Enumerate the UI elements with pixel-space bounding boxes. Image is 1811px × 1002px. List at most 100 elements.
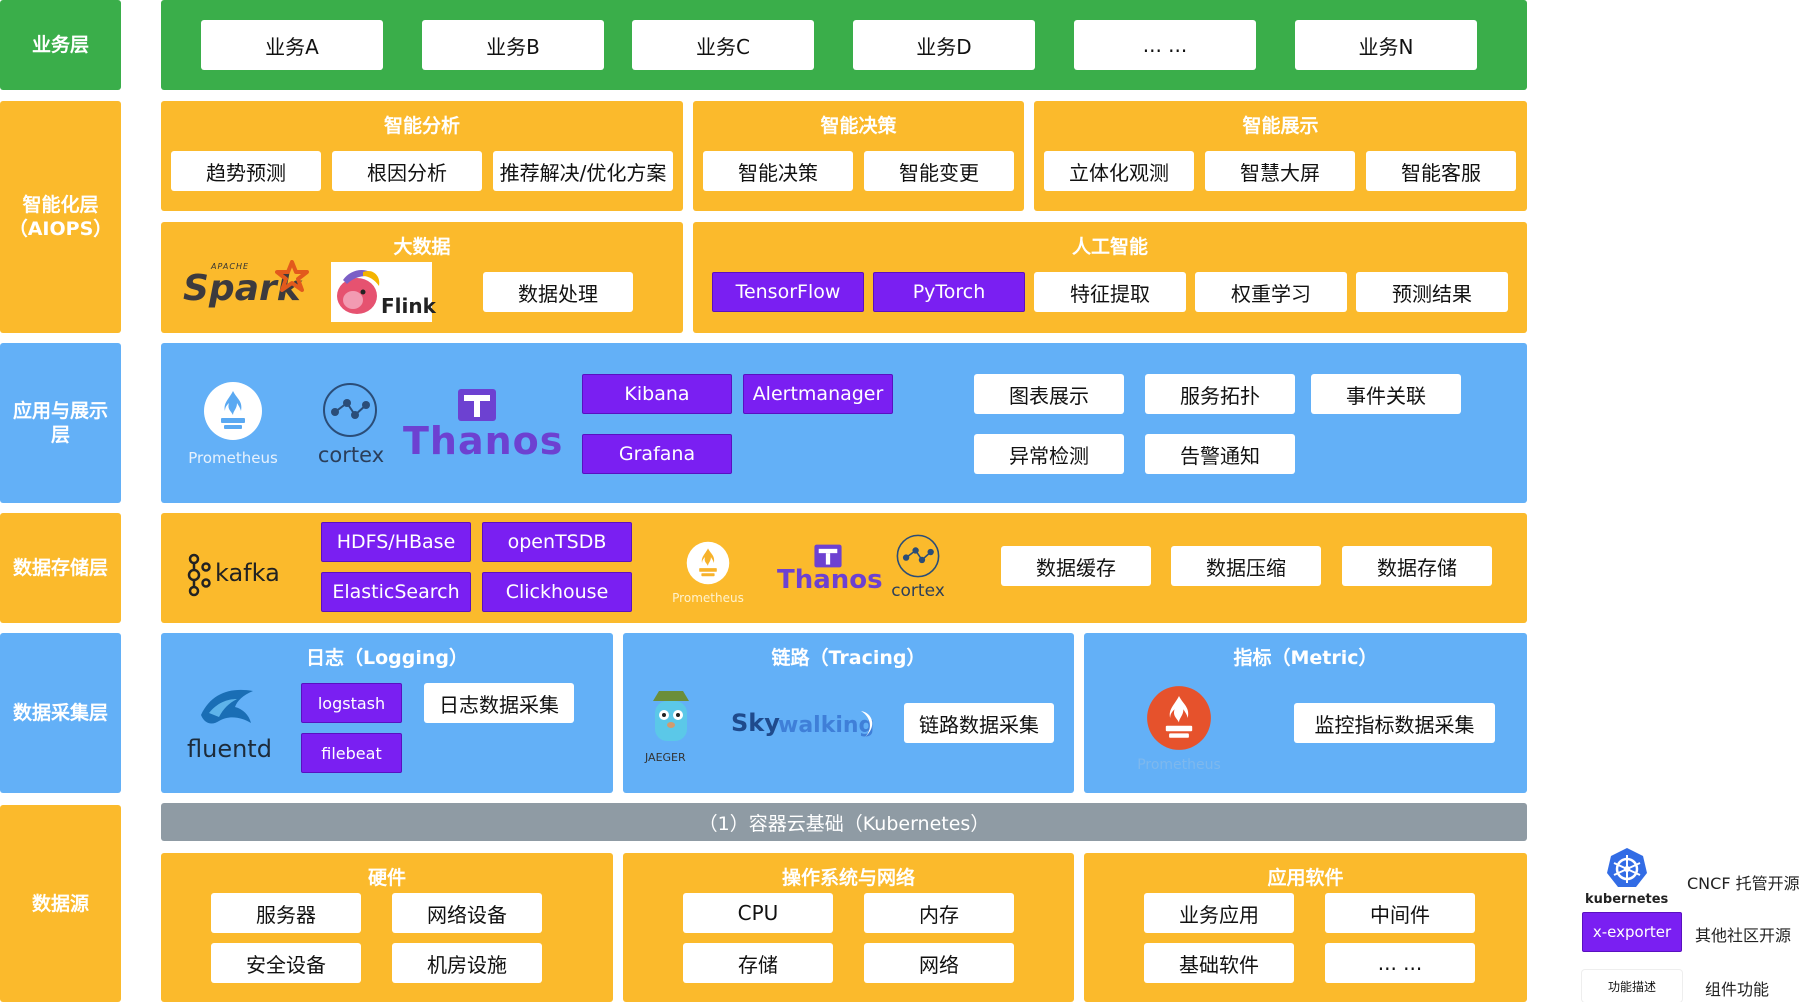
layer-label-collect: 数据采集层	[0, 633, 121, 793]
panel-hardware: 硬件 服务器 网络设备 安全设备 机房设施	[161, 853, 613, 1002]
legend-component-text: 组件功能	[1705, 980, 1770, 999]
os-item: 存储	[683, 943, 833, 983]
prometheus-logo-text: Prometheus	[1137, 757, 1221, 773]
display-item: 智能客服	[1366, 151, 1516, 191]
prometheus-logo-text: Prometheus	[672, 591, 744, 605]
ai-item: 权重学习	[1195, 272, 1347, 312]
legend-community-text: 其他社区开源	[1695, 926, 1792, 945]
legend-cncf-text: CNCF 托管开源	[1687, 874, 1800, 893]
flink-logo: Flink	[331, 262, 436, 322]
panel-display: 智能展示 立体化观测 智慧大屏 智能客服	[1034, 101, 1527, 211]
logstash-component: logstash	[301, 683, 402, 723]
jaeger-logo-text: JAEGER	[645, 751, 686, 764]
prometheus-flame-icon	[1147, 686, 1211, 750]
hardware-item: 安全设备	[211, 943, 361, 983]
hardware-item: 机房设施	[392, 943, 542, 983]
layer-label-text: 数据源	[31, 892, 89, 915]
business-item: ... ...	[1074, 20, 1256, 70]
panel-title: 硬件	[367, 867, 406, 889]
panel-ai: 人工智能 TensorFlow PyTorch 特征提取 权重学习 预测结果	[693, 222, 1527, 333]
metric-item: 监控指标数据采集	[1294, 703, 1495, 743]
thanos-logo: Thanos	[403, 387, 562, 467]
clickhouse-component: Clickhouse	[482, 572, 632, 612]
thanos-glove-icon	[814, 544, 842, 568]
panel-decision: 智能决策 智能决策 智能变更	[693, 101, 1024, 211]
layer-label-text: 数据存储层	[12, 557, 108, 579]
fluentd-logo: fluentd	[187, 685, 277, 767]
alertmanager-component: Alertmanager	[743, 374, 893, 414]
panel-title: 大数据	[393, 236, 451, 258]
skywalking-moon-icon	[861, 711, 873, 737]
tracing-item: 链路数据采集	[904, 703, 1054, 743]
ai-item: 特征提取	[1034, 272, 1186, 312]
panel-analysis: 智能分析 趋势预测 根因分析 推荐解决/优化方案	[161, 101, 683, 211]
legend-function-swatch: 功能描述	[1582, 970, 1682, 1002]
elasticsearch-component: ElasticSearch	[321, 572, 471, 612]
skywalking-logo-text-b: walking	[778, 713, 875, 738]
flink-logo-text: Flink	[381, 294, 436, 318]
decision-item: 智能变更	[864, 151, 1014, 191]
layer-label-text: 智能化层 （AIOPS）	[8, 194, 113, 240]
legend-exporter-swatch: x-exporter	[1582, 912, 1682, 952]
storage-item: 数据存储	[1342, 546, 1492, 586]
kubernetes-helm-icon	[1607, 848, 1647, 887]
os-item: CPU	[683, 893, 833, 933]
fluentd-logo-text: fluentd	[187, 735, 272, 763]
prometheus-logo: Prometheus	[1124, 685, 1234, 775]
grafana-component: Grafana	[582, 434, 732, 474]
skywalking-logo: Sky walking	[731, 709, 881, 749]
app-item: 图表展示	[974, 374, 1124, 414]
layer-label-app: 应用与展示层	[0, 343, 121, 503]
panel-title: 智能展示	[1242, 115, 1319, 137]
os-item: 网络	[864, 943, 1014, 983]
filebeat-component: filebeat	[301, 733, 402, 773]
software-item: 基础软件	[1144, 943, 1294, 983]
thanos-logo-text: Thanos	[777, 565, 883, 595]
tensorflow-component: TensorFlow	[712, 272, 864, 312]
business-item: 业务C	[632, 20, 814, 70]
business-panel: 业务A 业务B 业务C 业务D ... ... 业务N	[161, 0, 1527, 90]
panel-title: 应用软件	[1267, 867, 1344, 889]
app-item: 告警通知	[1145, 434, 1295, 474]
display-item: 立体化观测	[1044, 151, 1194, 191]
kubernetes-bar-text: （1）容器云基础（Kubernetes）	[698, 812, 990, 835]
spark-logo: APACHE Spark	[183, 260, 313, 320]
panel-tracing: 链路（Tracing） JAEGER Sky walking 链路数据采集	[623, 633, 1074, 793]
pytorch-component: PyTorch	[873, 272, 1025, 312]
business-item: 业务A	[201, 20, 383, 70]
panel-title: 操作系统与网络	[781, 867, 915, 889]
logging-item: 日志数据采集	[424, 683, 574, 723]
software-item: 业务应用	[1144, 893, 1294, 933]
analysis-item: 根因分析	[332, 151, 482, 191]
app-item: 事件关联	[1311, 374, 1461, 414]
prometheus-logo: Prometheus	[666, 541, 746, 611]
opentsdb-component: openTSDB	[482, 522, 632, 562]
fluentd-bird-icon	[201, 689, 253, 724]
layer-label-text: 应用与展示层	[12, 400, 108, 446]
thanos-logo: Thanos	[773, 543, 883, 603]
legend-kubernetes-text: kubernetes	[1585, 892, 1669, 907]
skywalking-logo-text-a: Sky	[731, 709, 780, 737]
cortex-logo: cortex	[311, 381, 391, 471]
panel-bigdata: 大数据 APACHE Spark Flink 数据处理	[161, 222, 683, 333]
storage-item: 数据压缩	[1171, 546, 1321, 586]
kafka-logo-text: kafka	[215, 559, 280, 587]
thanos-glove-icon	[458, 389, 496, 421]
spark-star-icon	[275, 260, 309, 292]
kafka-logo: kafka	[185, 553, 285, 597]
panel-app: Prometheus cortex Thanos Kibana Alertman…	[161, 343, 1527, 503]
panel-logging: 日志（Logging） fluentd logstash filebeat 日志…	[161, 633, 613, 793]
ai-item: 预测结果	[1356, 272, 1508, 312]
business-item: 业务D	[853, 20, 1035, 70]
prometheus-flame-icon	[686, 541, 730, 585]
panel-title: 智能分析	[383, 115, 460, 137]
os-item: 内存	[864, 893, 1014, 933]
panel-storage: kafka HDFS/HBase openTSDB ElasticSearch …	[161, 513, 1527, 623]
jaeger-gopher-icon	[653, 691, 689, 741]
hdfs-hbase-component: HDFS/HBase	[321, 522, 471, 562]
cortex-logo: cortex	[883, 533, 953, 613]
storage-item: 数据缓存	[1001, 546, 1151, 586]
layer-label-text: 数据采集层	[12, 702, 108, 724]
analysis-item: 趋势预测	[171, 151, 321, 191]
app-item: 服务拓扑	[1145, 374, 1295, 414]
